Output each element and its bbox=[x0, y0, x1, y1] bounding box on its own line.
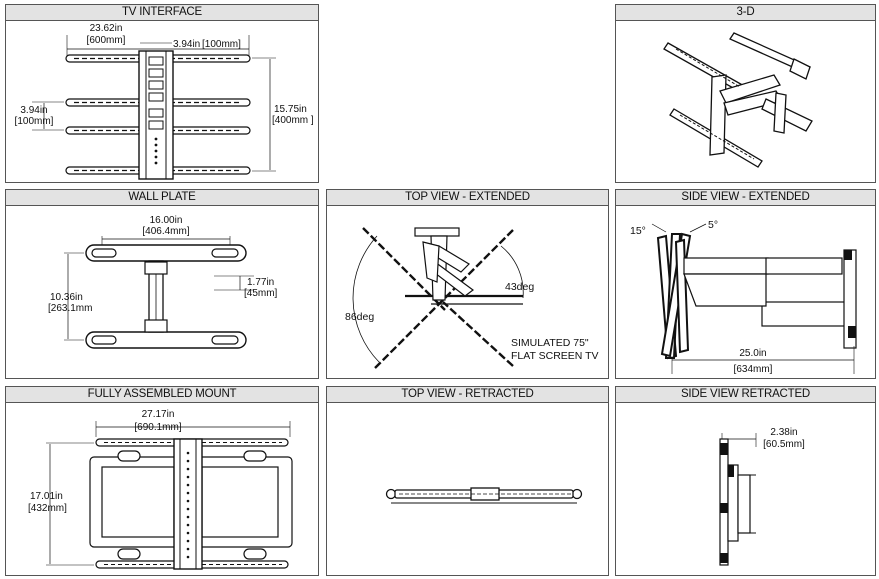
angle-43-label: 43deg bbox=[505, 281, 534, 293]
tv-left-in: 3.94in bbox=[20, 105, 47, 116]
panel-wall-plate: WALL PLATE 16.00in [406.4mm] 10.36in [26… bbox=[5, 189, 319, 379]
simulated-tv-note-1: SIMULATED 75" bbox=[511, 337, 589, 349]
tv-height-in: 15.75in bbox=[274, 104, 307, 115]
side-ret-depth-in: 2.38in bbox=[770, 427, 797, 438]
panel-title-tv-interface: TV INTERFACE bbox=[6, 5, 318, 21]
fa-width-mm: [690.1mm] bbox=[134, 422, 181, 433]
wp-width-mm: [406.4mm] bbox=[142, 226, 189, 237]
panel-side-extended: SIDE VIEW - EXTENDED 15° 5° 25.0in bbox=[615, 189, 876, 379]
side-retracted-drawing: 2.38in [60.5mm] bbox=[719, 427, 805, 566]
angle-86-label: 86deg bbox=[345, 311, 374, 323]
panel-title-top-retracted: TOP VIEW - RETRACTED bbox=[327, 387, 608, 403]
wp-slot-mm: [45mm] bbox=[244, 288, 278, 299]
tv-spacing-mm: [100mm] bbox=[202, 39, 241, 50]
side-ret-depth-mm: [60.5mm] bbox=[763, 439, 805, 450]
simulated-tv-note-2: FLAT SCREEN TV bbox=[511, 350, 599, 362]
wp-height-mm: [263.1mm bbox=[48, 303, 92, 314]
panel-top-extended: TOP VIEW - EXTENDED 86deg 43deg SIMULATE… bbox=[326, 189, 609, 379]
wp-height-in: 10.36in bbox=[50, 292, 83, 303]
panel-title-wall-plate: WALL PLATE bbox=[6, 190, 318, 206]
top-retracted-drawing bbox=[385, 487, 583, 504]
panel-fully-assembled: FULLY ASSEMBLED MOUNT 27.17in [690.1mm] bbox=[5, 386, 319, 576]
fa-height-mm: [432mm] bbox=[28, 503, 67, 514]
fa-height-in: 17.01in bbox=[30, 491, 63, 502]
tilt-15-label: 15° bbox=[630, 225, 646, 237]
wp-width-in: 16.00in bbox=[150, 215, 183, 226]
panel-3d: 3-D bbox=[615, 4, 876, 183]
panel-title-top-extended: TOP VIEW - EXTENDED bbox=[327, 190, 608, 206]
panel-tv-interface: TV INTERFACE 23.62in [600mm] 3.94in [100… bbox=[5, 4, 319, 183]
tilt-5-label: 5° bbox=[708, 219, 718, 231]
top-extended-drawing: 86deg 43deg SIMULATED 75" FLAT SCREEN TV bbox=[345, 227, 599, 369]
tv-left-mm: [100mm] bbox=[15, 116, 54, 127]
wall-plate-drawing: 16.00in [406.4mm] 10.36in [263.1mm 1.77i… bbox=[48, 215, 278, 349]
panel-title-3d: 3-D bbox=[616, 5, 875, 21]
side-ext-depth-in: 25.0in bbox=[739, 348, 766, 359]
panel-side-retracted: SIDE VIEW RETRACTED 2.38in [60.5mm] bbox=[615, 386, 876, 576]
tv-interface-drawing: 23.62in [600mm] 3.94in [100mm] bbox=[15, 23, 314, 180]
wp-slot-in: 1.77in bbox=[247, 277, 274, 288]
tv-spacing-in: 3.94in bbox=[173, 39, 200, 50]
tv-height-mm: [400mm ] bbox=[272, 115, 314, 126]
side-ext-depth-mm: [634mm] bbox=[734, 364, 773, 375]
panel-top-retracted: TOP VIEW - RETRACTED bbox=[326, 386, 609, 576]
panel-title-side-extended: SIDE VIEW - EXTENDED bbox=[616, 190, 875, 206]
tv-width-mm: [600mm] bbox=[87, 35, 126, 46]
3d-drawing bbox=[663, 32, 813, 168]
fa-width-in: 27.17in bbox=[142, 409, 175, 420]
fully-assembled-drawing: 27.17in [690.1mm] bbox=[28, 409, 293, 570]
side-extended-drawing: 15° 5° 25.0in [634mm] bbox=[630, 219, 857, 375]
panel-title-fully-assembled: FULLY ASSEMBLED MOUNT bbox=[6, 387, 318, 403]
panel-title-side-retracted: SIDE VIEW RETRACTED bbox=[616, 387, 875, 403]
tv-width-in: 23.62in bbox=[90, 23, 123, 34]
